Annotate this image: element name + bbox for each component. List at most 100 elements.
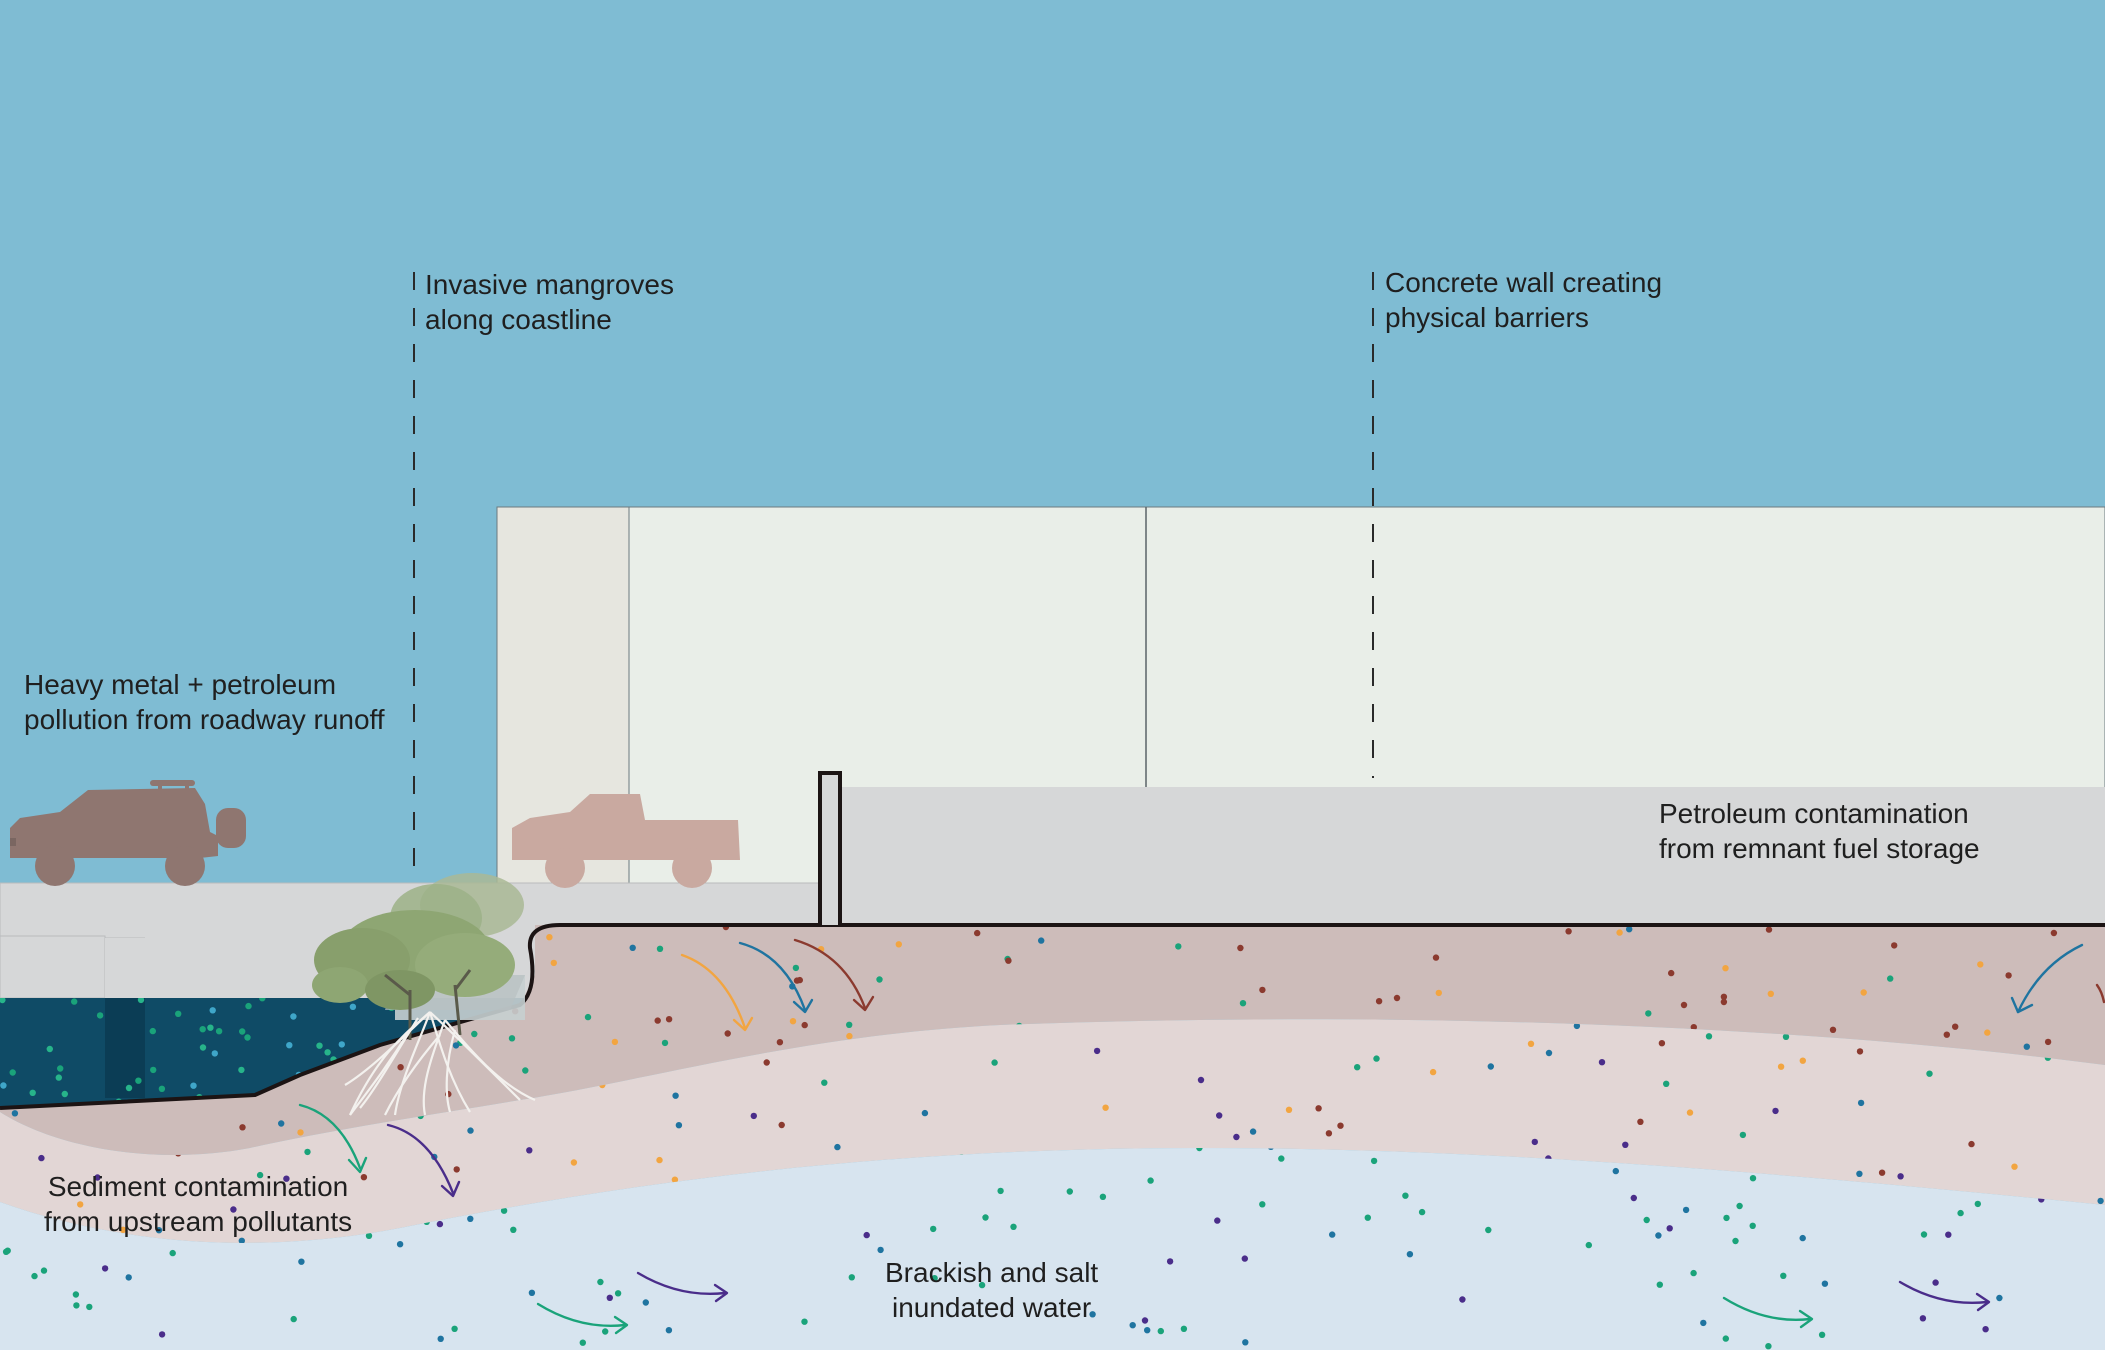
roadway-runoff-label: Heavy metal + petroleum pollution from r… [24, 667, 385, 737]
particle-dot [467, 1127, 474, 1134]
particle-dot [776, 1039, 784, 1046]
flow-arrow-icon [386, 1123, 461, 1198]
particle-dot [821, 1079, 828, 1086]
particle-dot [1354, 1064, 1361, 1071]
mangroves-label-line2: along coastline [425, 304, 612, 335]
particle-dot [1829, 1026, 1837, 1034]
flow-arrow-icon [1898, 1280, 1991, 1312]
particle-dot [46, 1045, 53, 1053]
particle-dot [1129, 1322, 1136, 1329]
particle-dot [1645, 1010, 1652, 1017]
particle-dot [1887, 975, 1894, 982]
petroleum-storage-label-line1: Petroleum contamination [1659, 798, 1969, 829]
particle-dot [1749, 1222, 1756, 1230]
particle-dot [2005, 972, 2012, 979]
brackish-water-label-line1: Brackish and salt [885, 1257, 1099, 1288]
particle-dot [125, 1274, 132, 1281]
particle-dot [1233, 1133, 1240, 1141]
particle-dot [1242, 1339, 1249, 1346]
particle-dot [1943, 1031, 1951, 1038]
particle-dot [1432, 954, 1440, 961]
particle-dot [211, 1050, 218, 1057]
particle-dot [510, 1226, 517, 1234]
particle-dot [1157, 1327, 1165, 1335]
particle-dot [978, 1281, 986, 1289]
particle-dot [360, 1174, 368, 1181]
particle-dot [101, 1265, 109, 1272]
particle-dot [1765, 1343, 1772, 1350]
particle-dot [1799, 1234, 1806, 1242]
particle-dot [528, 1289, 536, 1297]
particle-dot [244, 1034, 251, 1041]
flow-arrow-icon [1722, 1296, 1814, 1329]
particle-dot [338, 1041, 345, 1048]
particle-dot [1668, 969, 1675, 977]
particle-dot [1799, 1057, 1807, 1064]
particle-dot [96, 1012, 104, 1019]
particle-dot [1690, 1269, 1697, 1277]
particle-dot [1259, 986, 1266, 994]
concrete-wall-label-line2: physical barriers [1385, 302, 1589, 333]
particle-dot [642, 1299, 649, 1306]
particle-dot [453, 1166, 460, 1173]
particle-dot [1780, 1272, 1787, 1280]
mangrove-tree-icon [312, 873, 536, 1116]
particle-dot [792, 964, 800, 972]
flow-arrow-icon [793, 938, 875, 1012]
particle-dot [1637, 1118, 1644, 1126]
particle-dot [396, 1241, 404, 1248]
particle-dot [1237, 944, 1244, 952]
particle-dot [763, 1059, 770, 1066]
particle-dot [169, 1249, 176, 1257]
particle-dot [1166, 1258, 1174, 1265]
particle-dot [1720, 998, 1728, 1006]
particle-dot [665, 1327, 673, 1334]
particle-dot [1968, 1140, 1975, 1148]
particle-dot [452, 1042, 460, 1049]
particle-dot [209, 1007, 216, 1014]
particle-dot [671, 1176, 679, 1183]
particle-dot [298, 1258, 305, 1265]
particle-dot [1147, 1177, 1154, 1184]
particle-dot [1545, 1049, 1553, 1057]
particle-dot [1772, 1107, 1779, 1115]
particle-dot [1984, 1029, 1991, 1036]
particle-dot [1325, 1130, 1333, 1137]
fuel-storage-platform [835, 787, 2105, 925]
particle-dot [1429, 1068, 1437, 1076]
particle-dot [895, 941, 902, 948]
particle-dot [1038, 937, 1045, 944]
particle-dot [290, 1013, 297, 1020]
flow-arrow-icon [636, 1271, 729, 1303]
particle-dot [437, 1335, 444, 1343]
particle-dot [1259, 1201, 1266, 1208]
flow-arrow-icon [680, 953, 754, 1032]
particle-dot [1612, 1167, 1620, 1175]
particle-dot [1700, 1319, 1707, 1327]
particle-dot [1982, 1326, 1989, 1333]
particle-dot [1932, 1279, 1939, 1286]
particle-dot [290, 1315, 297, 1323]
particle-dot [238, 1066, 245, 1074]
particle-dot [1531, 1138, 1539, 1146]
particle-dot [1375, 998, 1383, 1005]
particle-dot [931, 1275, 938, 1282]
particle-dot [930, 1225, 937, 1233]
particle-dot [55, 1074, 62, 1081]
particle-dot [1278, 1155, 1285, 1162]
flow-arrow-icon [536, 1302, 629, 1335]
mangroves-label-line1: Invasive mangroves [425, 269, 675, 300]
particle-dot [150, 1066, 157, 1074]
particle-dot [1630, 1194, 1638, 1202]
particle-dot [199, 1026, 206, 1033]
particle-dot [38, 1154, 45, 1162]
particle-dot [614, 1290, 622, 1297]
particle-dot [1732, 1237, 1739, 1245]
particle-dot [316, 1042, 323, 1049]
particle-dot [1723, 1214, 1730, 1222]
particle-dot [1216, 1112, 1223, 1119]
particle-dot [570, 1159, 578, 1166]
particle-dot [778, 1121, 785, 1129]
particle-dot [1141, 1317, 1149, 1324]
